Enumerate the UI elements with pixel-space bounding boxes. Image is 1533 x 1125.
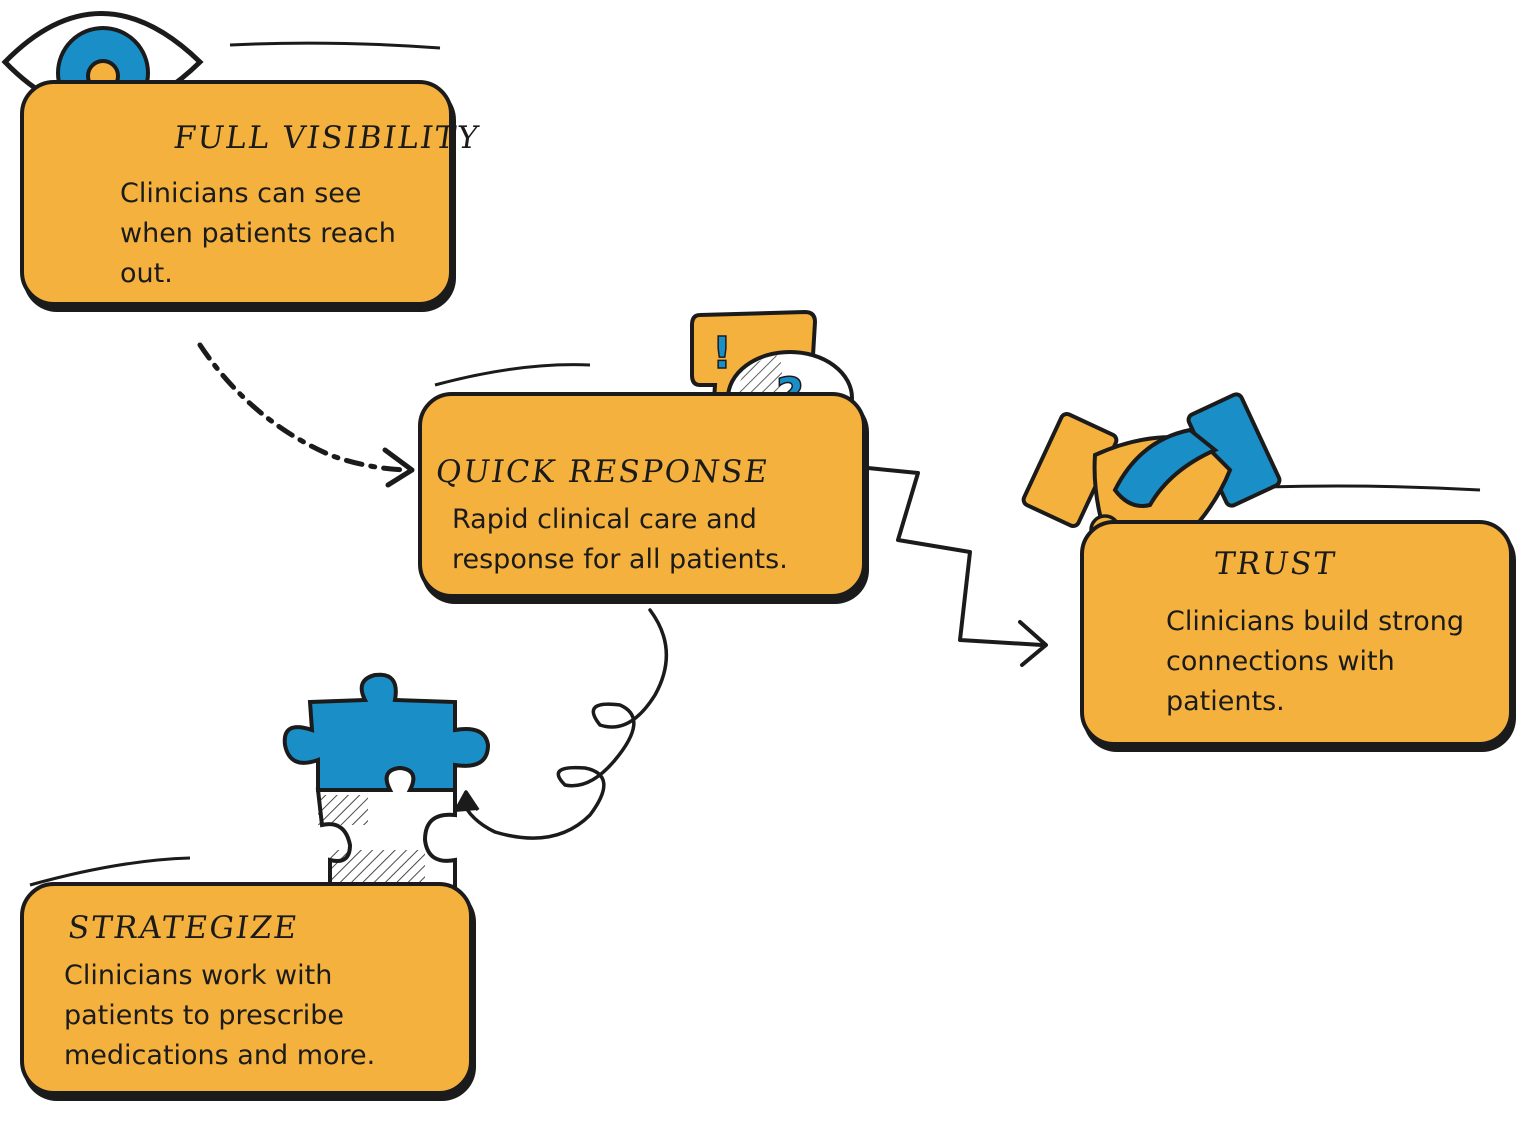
step-card-trust: TRUST Clinicians build strong connection…: [1080, 520, 1513, 746]
step-description: Rapid clinical care and response for all…: [452, 500, 788, 580]
step-description-line: patients.: [1166, 686, 1285, 717]
step-card-quick-response: QUICK RESPONSE Rapid clinical care and r…: [418, 392, 866, 598]
step-description-line: Clinicians can see: [120, 178, 362, 209]
step-card-strategize: STRATEGIZE Clinicians work with patients…: [20, 882, 473, 1095]
step-title: STRATEGIZE: [65, 910, 301, 946]
step-description-line: response for all patients.: [452, 544, 788, 575]
connector-zigzag-arrow: [866, 466, 1048, 667]
step-description-line: patients to prescribe: [64, 1000, 344, 1031]
step-description-line: Clinicians build strong: [1166, 606, 1465, 637]
exclamation-mark: !: [712, 328, 732, 379]
step-description-line: connections with: [1166, 646, 1395, 677]
step-description-line: Rapid clinical care and: [452, 504, 757, 535]
step-description-line: Clinicians work with: [64, 960, 333, 991]
sketch-line: [434, 363, 591, 387]
sketch-line: [229, 41, 441, 50]
step-description-line: out.: [120, 258, 173, 289]
step-description: Clinicians work with patients to prescri…: [64, 956, 375, 1076]
connector-dashed-arrow: [197, 342, 415, 488]
step-description-line: medications and more.: [64, 1040, 376, 1071]
step-title: FULL VISIBILITY: [171, 120, 483, 156]
connector-loop-arrow: [453, 608, 668, 840]
step-title: TRUST: [1211, 546, 1339, 582]
sketch-line: [29, 856, 191, 887]
step-title: QUICK RESPONSE: [433, 454, 772, 490]
step-card-full-visibility: FULL VISIBILITY Clinicians can see when …: [20, 80, 482, 306]
step-description-line: when patients reach: [120, 218, 396, 249]
step-description: Clinicians build strong connections with…: [1166, 602, 1464, 722]
step-description: Clinicians can see when patients reach o…: [120, 174, 396, 294]
